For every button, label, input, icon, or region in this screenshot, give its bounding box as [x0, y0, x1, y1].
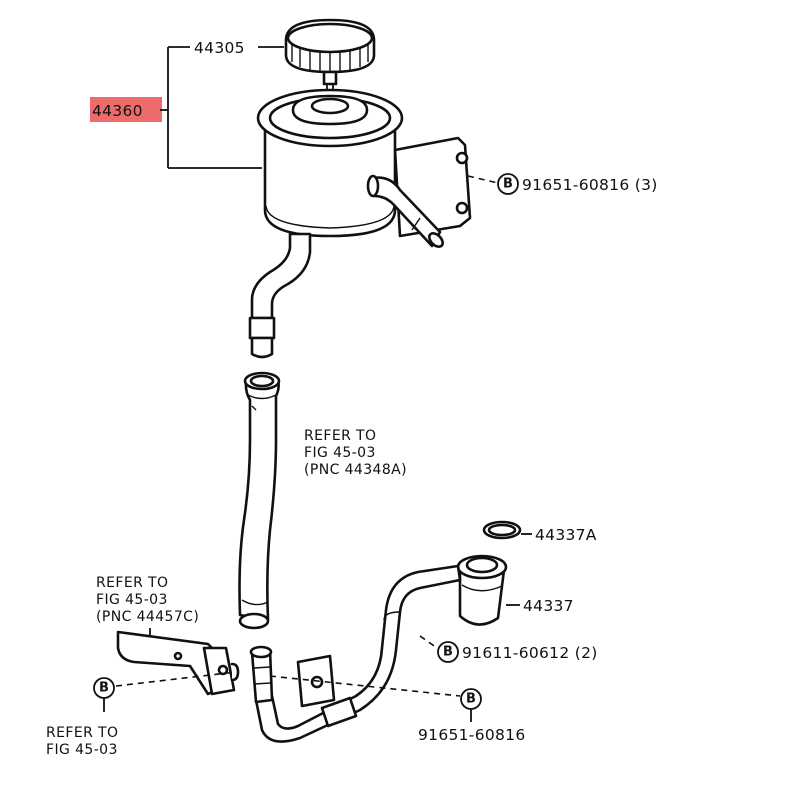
bracket-refer-line-1: REFER TO [96, 575, 168, 591]
bolt-dashes-bottom [115, 635, 461, 697]
bolt-union-part-number[interactable]: 91611-60612 (2) [462, 644, 598, 662]
bracket-refer-line-3: (PNC 44457C) [96, 609, 199, 625]
bottom-refer-line-2: FIG 45-03 [46, 742, 118, 758]
o-ring[interactable] [482, 520, 532, 540]
assembly-number[interactable]: 44360 [92, 102, 143, 120]
bottom-refer-line-1: REFER TO [46, 725, 118, 741]
bolt-top-part-number[interactable]: 91651-60816 (3) [522, 176, 658, 194]
metal-return-pipe[interactable] [254, 564, 462, 743]
bolt-marker-left: B [93, 677, 115, 712]
o-ring-part-number[interactable]: 44337A [535, 526, 597, 544]
bracket[interactable] [116, 630, 240, 696]
hose-refer-line-1: REFER TO [304, 428, 376, 444]
bracket-refer-line-2: FIG 45-03 [96, 592, 168, 608]
union-part-number[interactable]: 44337 [523, 597, 574, 615]
bolt-marker-top: B [467, 173, 519, 195]
svg-text:B: B [503, 177, 513, 192]
bottom-fitting[interactable] [249, 645, 274, 704]
return-hose[interactable] [238, 371, 281, 630]
assembly-leader [160, 46, 284, 169]
svg-text:B: B [443, 645, 453, 660]
svg-text:B: B [466, 692, 476, 707]
bolt-marker-right: B [460, 688, 482, 722]
pipe-union[interactable] [456, 554, 520, 626]
assembly-number-highlight [90, 97, 162, 122]
hose-refer-line-2: FIG 45-03 [304, 445, 376, 461]
bolt-marker-union: B [437, 641, 459, 663]
hose-refer-line-3: (PNC 44348A) [304, 462, 407, 478]
bolt-bottom-part-number[interactable]: 91651-60816 [418, 726, 526, 744]
reservoir-outlet-hose[interactable] [248, 232, 312, 359]
svg-text:B: B [99, 681, 109, 696]
reservoir-tank[interactable] [256, 88, 472, 249]
reservoir-cap[interactable] [284, 18, 376, 106]
cap-part-number[interactable]: 44305 [194, 39, 245, 57]
